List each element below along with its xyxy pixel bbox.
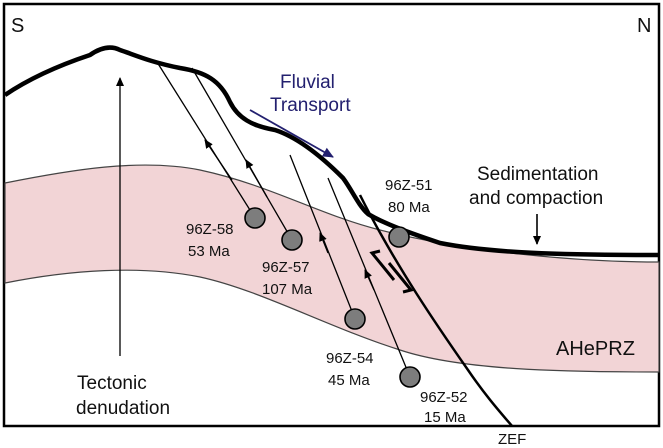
zef-label: ZEF xyxy=(498,431,526,448)
sample-id-96z-52: 96Z-52 xyxy=(420,389,468,406)
sample-age-96z-52: 15 Ma xyxy=(424,409,466,426)
sample-id-96z-54: 96Z-54 xyxy=(326,350,374,367)
ahe-prz-zone xyxy=(4,164,660,373)
tectonic-label-line2: denudation xyxy=(76,398,170,419)
diagram-frame xyxy=(2,2,661,428)
exhumation-arrowhead-54 xyxy=(319,232,329,254)
topographic-surface xyxy=(3,45,660,258)
sedimentation-label-line1: Sedimentation xyxy=(477,164,598,185)
sample-age-96z-57: 107 Ma xyxy=(262,281,313,298)
zef-fault-line xyxy=(358,194,513,427)
exhumation-arrowhead-57 xyxy=(245,159,268,198)
sample-point-96z-58 xyxy=(244,207,266,229)
fault-motion-left-arrow xyxy=(369,249,396,281)
sample-id-96z-58: 96Z-58 xyxy=(186,221,234,238)
north-label: N xyxy=(637,15,651,37)
exhumation-arrowhead-58 xyxy=(204,139,233,181)
fluvial-label-line2: Transport xyxy=(270,95,351,116)
sample-id-96z-57: 96Z-57 xyxy=(262,259,310,276)
sample-point-96z-54 xyxy=(344,308,366,330)
sedimentation-label-line2: and compaction xyxy=(469,188,603,209)
sample-age-96z-58: 53 Ma xyxy=(188,243,230,260)
sample-point-96z-52 xyxy=(399,366,421,388)
fluvial-label-line1: Fluvial xyxy=(280,72,335,93)
sample-point-96z-57 xyxy=(281,229,303,251)
sample-id-96z-51: 96Z-51 xyxy=(385,177,433,194)
fault-motion-right-arrow xyxy=(387,262,414,294)
tectonic-label-line1: Tectonic xyxy=(77,373,147,394)
south-label: S xyxy=(11,15,24,37)
exhumation-path-57 xyxy=(191,67,293,241)
ahe-prz-label: AHePRZ xyxy=(556,338,635,360)
sample-age-96z-54: 45 Ma xyxy=(328,372,370,389)
exhumation-arrowhead-52 xyxy=(364,269,375,291)
sample-point-96z-51 xyxy=(388,226,410,248)
fluvial-transport-arrow xyxy=(249,109,334,158)
sample-age-96z-51: 80 Ma xyxy=(388,199,430,216)
